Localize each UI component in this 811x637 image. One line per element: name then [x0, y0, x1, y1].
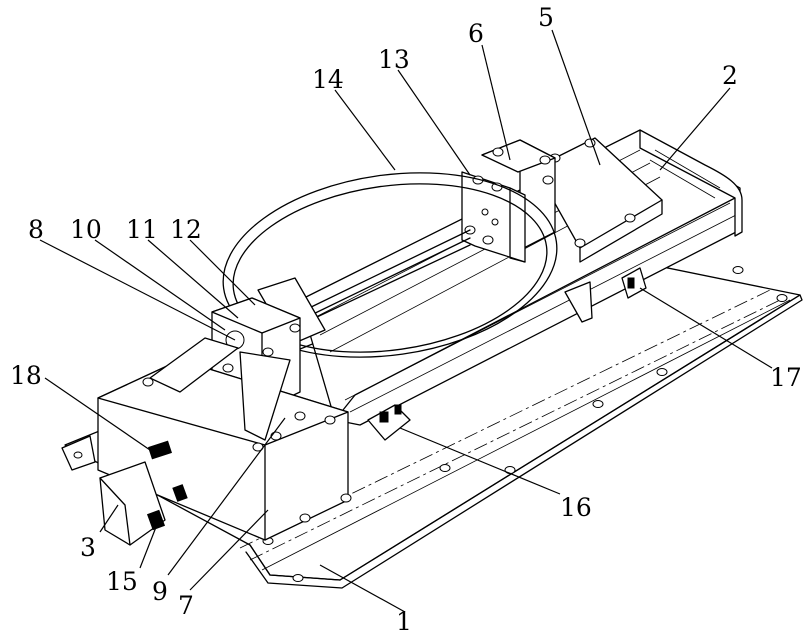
callout-12: 12 [170, 215, 202, 244]
callout-1: 1 [396, 607, 412, 636]
callout-2: 2 [722, 61, 738, 90]
callout-15: 15 [106, 567, 138, 596]
callout-8: 8 [28, 215, 44, 244]
callout-11: 11 [126, 215, 158, 244]
callout-3: 3 [80, 533, 96, 562]
callout-17: 17 [770, 363, 802, 392]
callout-14: 14 [312, 65, 344, 94]
callout-13: 13 [378, 45, 410, 74]
callout-16: 16 [560, 493, 592, 522]
callout-18: 18 [10, 361, 42, 390]
callout-9: 9 [152, 577, 168, 606]
callout-10: 10 [70, 215, 102, 244]
callout-7: 7 [178, 591, 194, 620]
callout-5: 5 [538, 3, 554, 32]
callout-6: 6 [468, 19, 484, 48]
